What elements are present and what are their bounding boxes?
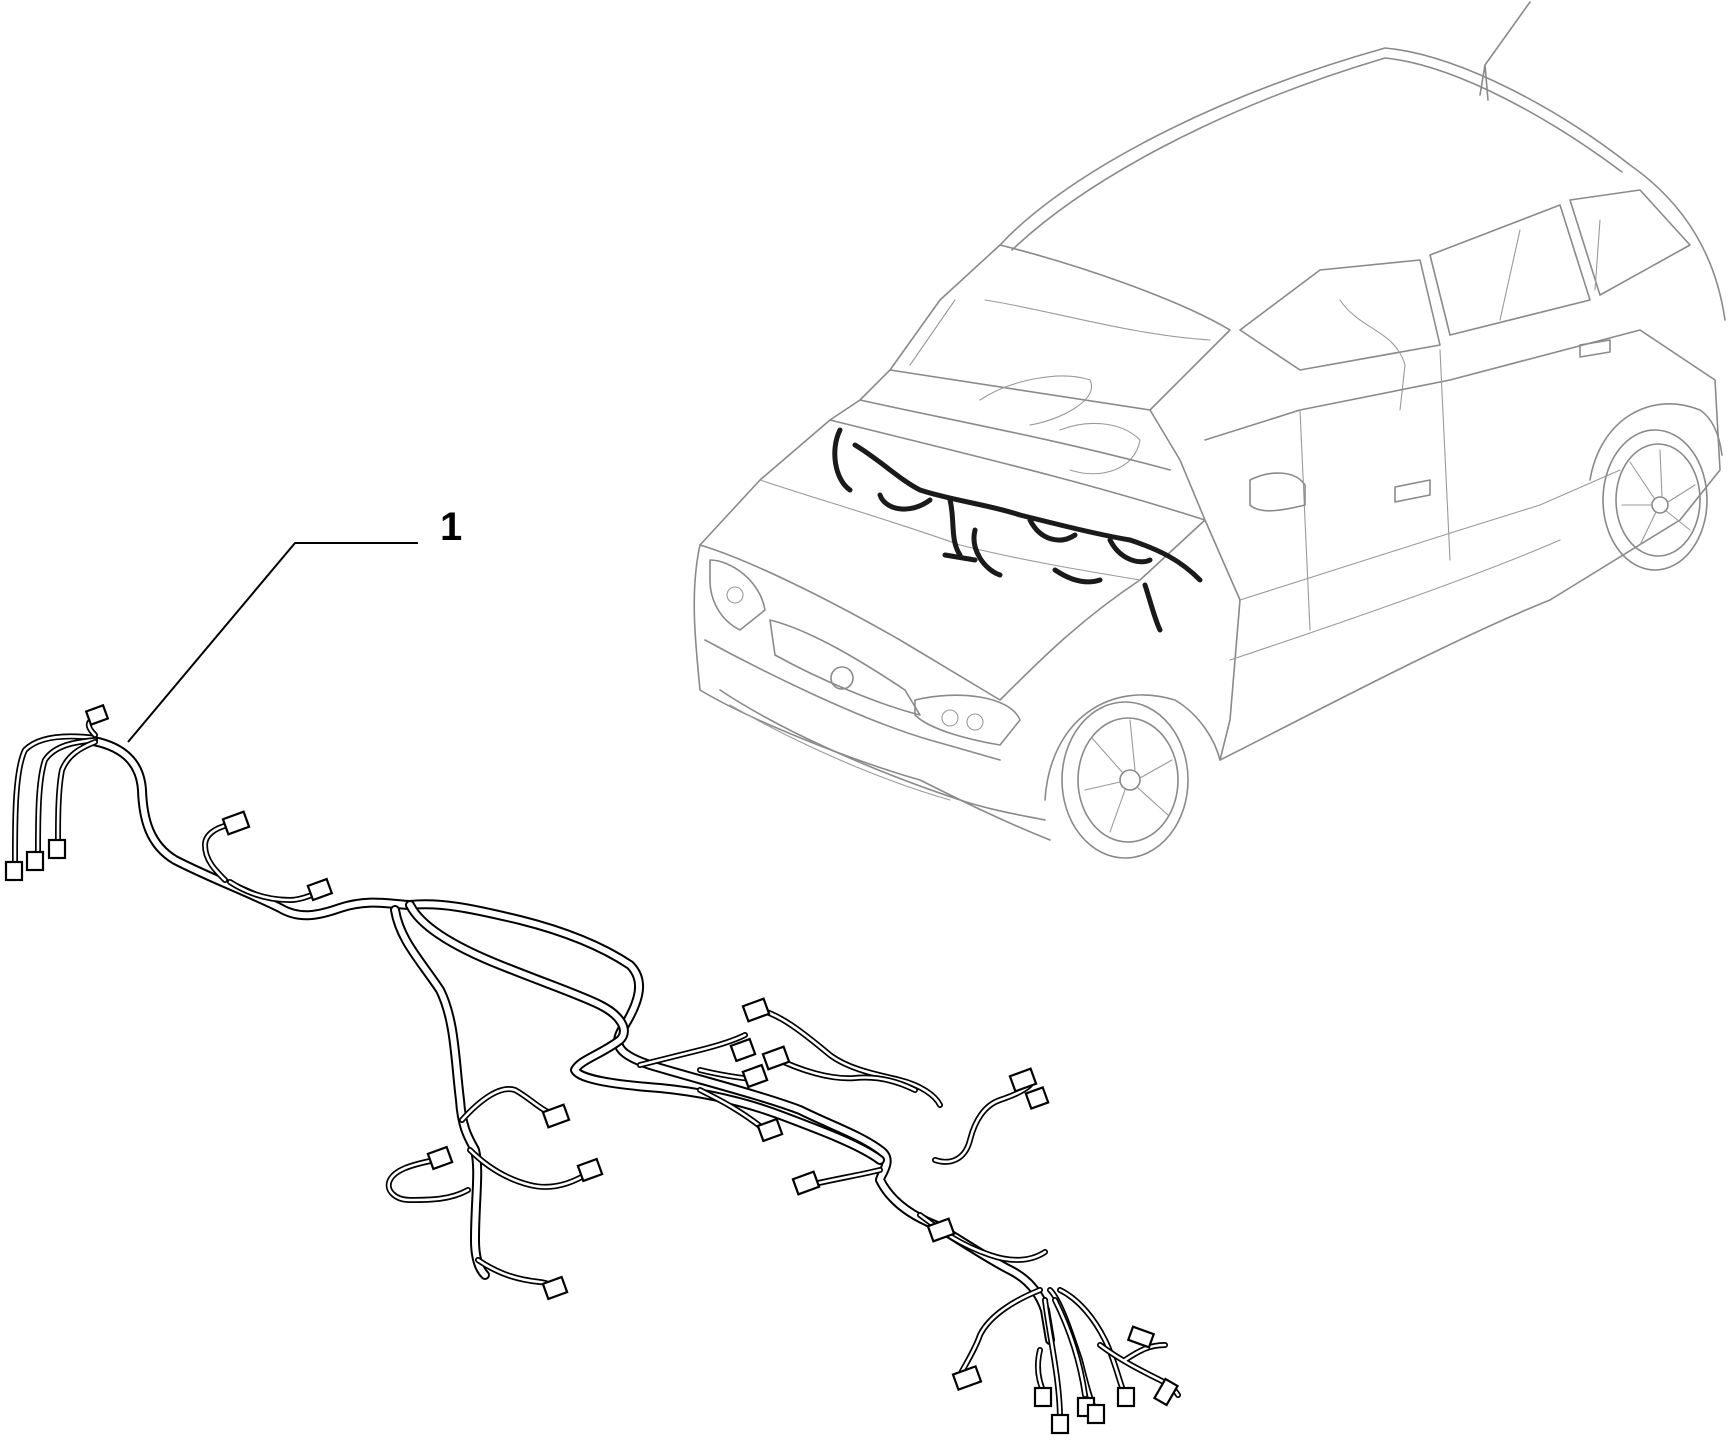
connector-center-e: [756, 1117, 784, 1143]
connector-right-b: [1024, 1085, 1050, 1111]
connector-right-e: [951, 1364, 983, 1392]
front-wheel: [1061, 701, 1189, 859]
connector-right-l: [1152, 1377, 1180, 1407]
harness-branch-upper-left: [202, 822, 323, 903]
harness-down-branch: [390, 905, 490, 1280]
connector-right-c: [791, 1170, 821, 1196]
connector-down-b: [576, 1157, 604, 1183]
connector-left-top: [84, 703, 110, 727]
connector-right-k: [1126, 1325, 1156, 1349]
harness-main-trunk: [83, 735, 1055, 1345]
connector-down-a: [541, 1103, 571, 1129]
connector-left-3: [47, 838, 67, 860]
connector-left-2: [25, 850, 45, 872]
connector-center-a: [741, 997, 771, 1023]
harness-center-loop: [405, 900, 885, 1165]
callout-label: 1: [440, 505, 462, 549]
connector-right-i: [1086, 1403, 1106, 1425]
wiring-harness: [4, 703, 1181, 1435]
car-harness-highlight: [832, 427, 1203, 633]
connector-center-c: [741, 1063, 769, 1089]
connector-upper-left-b: [306, 877, 334, 902]
connector-down-c: [426, 1145, 454, 1171]
connector-right-j: [1116, 1386, 1136, 1408]
callout-leader-line: [127, 542, 418, 743]
connector-center-b: [729, 1037, 757, 1063]
connector-left-1: [4, 860, 24, 882]
car-illustration: [693, 1, 1726, 859]
connector-upper-left-a: [221, 810, 251, 836]
connector-right-a: [1008, 1067, 1038, 1093]
connector-right-d: [926, 1217, 956, 1243]
rear-wheel: [1602, 429, 1708, 571]
callout-1: 1: [127, 505, 462, 743]
connector-right-f: [1033, 1386, 1053, 1408]
connector-down-d: [541, 1275, 569, 1301]
connector-center-d: [761, 1045, 791, 1071]
connector-right-g: [1050, 1413, 1070, 1435]
